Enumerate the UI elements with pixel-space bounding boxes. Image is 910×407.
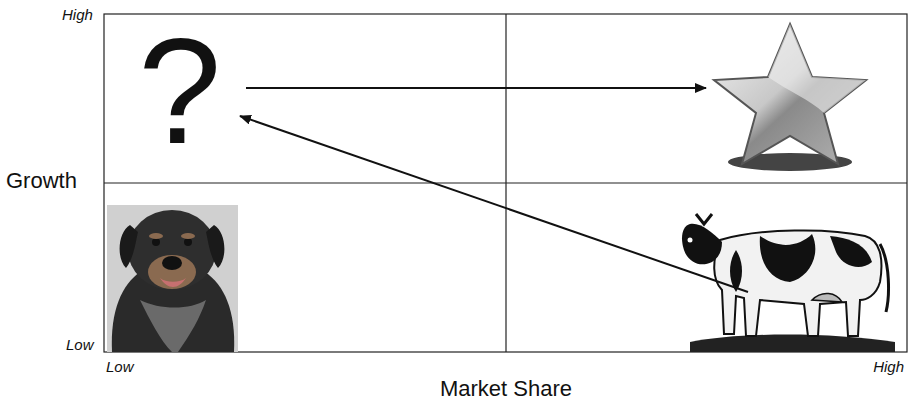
axis-title: Growth [6,168,77,194]
dog-icon [107,205,238,352]
axis-title: Market Share [440,376,572,402]
star-icon [714,24,866,171]
axis-level: Low [66,336,94,354]
transition-arrow [246,87,706,89]
matrix-frame [104,14,907,352]
axis-level: Low [106,358,134,376]
transition-arrow [240,116,748,292]
quadrant-divider [104,182,907,183]
axis-level: High [62,6,93,24]
axis-level: High [873,358,904,376]
cow-icon [682,214,895,352]
question-mark: ? [138,16,221,166]
